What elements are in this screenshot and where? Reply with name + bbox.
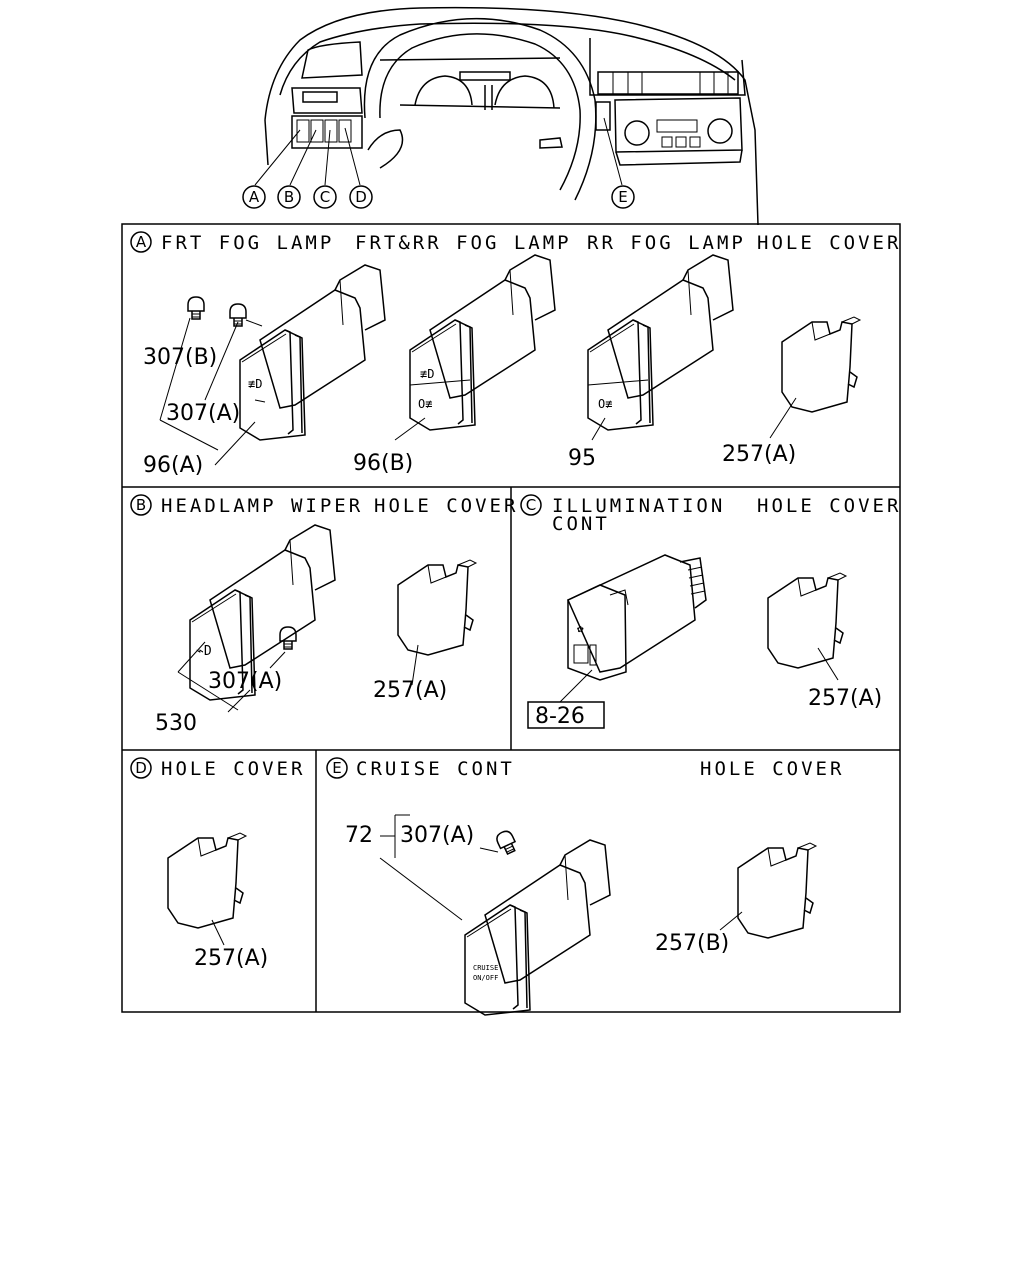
label-ref-8-26: 8-26 (535, 704, 585, 729)
svg-text:D: D (355, 188, 367, 206)
header-hole-cover-c: HOLE COVER (757, 495, 901, 517)
header-hole-cover-a: HOLE COVER (757, 232, 901, 254)
svg-text:B: B (136, 496, 146, 514)
header-frt-rr-fog-lamp: FRT&RR FOG LAMP (355, 232, 572, 254)
label-72: 72 (345, 823, 373, 848)
svg-text:C: C (320, 188, 330, 206)
label-257a-a: 257(A) (722, 442, 796, 467)
svg-text:O≢: O≢ (418, 397, 432, 411)
callout-c: C (313, 185, 337, 209)
header-cont: CONT (552, 513, 610, 535)
svg-text:E: E (618, 188, 627, 206)
section-b-letter: B (130, 494, 152, 516)
hole-cover-e-drawing (737, 842, 817, 939)
label-96a: 96(A) (143, 453, 203, 478)
header-illumination: ILLUMINATION (552, 495, 725, 517)
svg-text:A: A (249, 188, 260, 206)
header-hole-cover-d: HOLE COVER (161, 758, 305, 780)
header-rr-fog-lamp: RR FOG LAMP (587, 232, 746, 254)
section-e-letter: E (326, 757, 348, 779)
screw-307b-icon (187, 296, 205, 320)
hole-cover-b-drawing (397, 559, 477, 656)
section-b: B HEADLAMP WIPER HOLE COVER ⌁D 307(A) 53… (130, 494, 518, 736)
svg-text:D: D (135, 759, 147, 777)
callout-e: E (611, 185, 635, 209)
svg-text:✿: ✿ (577, 622, 584, 635)
callout-d: D (349, 185, 373, 209)
header-frt-fog-lamp: FRT FOG LAMP (161, 232, 334, 254)
section-a: A FRT FOG LAMP FRT&RR FOG LAMP RR FOG LA… (130, 231, 901, 478)
section-c-letter: C (520, 494, 542, 516)
svg-text:≢D: ≢D (420, 367, 434, 381)
svg-text:A: A (136, 233, 147, 251)
label-530: 530 (155, 711, 197, 736)
label-307b: 307(B) (143, 345, 217, 370)
switch-96b-drawing: ≢D O≢ (409, 254, 556, 431)
label-95: 95 (568, 446, 596, 471)
switch-96a-drawing: ≢D (239, 264, 386, 441)
illumination-control-drawing: ✿ (567, 554, 707, 681)
hole-cover-c-drawing (767, 572, 847, 669)
svg-text:C: C (526, 496, 536, 514)
switch-95-drawing: O≢ (587, 254, 734, 431)
hole-cover-d-drawing (167, 832, 247, 929)
dashboard-overview-drawing (254, 6, 759, 226)
header-headlamp-wiper: HEADLAMP WIPER (161, 495, 363, 517)
svg-text:O≢: O≢ (598, 397, 612, 411)
section-e: E CRUISE CONT HOLE COVER CRUISE ON/OFF 7… (326, 757, 844, 1016)
section-d-letter: D (130, 757, 152, 779)
label-257a-d: 257(A) (194, 946, 268, 971)
label-307a-e: 307(A) (400, 823, 474, 848)
svg-text:CRUISE: CRUISE (473, 964, 498, 972)
header-hole-cover-b: HOLE COVER (374, 495, 518, 517)
ref-box-8-26 (527, 701, 605, 729)
section-a-letter: A (130, 231, 152, 253)
section-c: C ILLUMINATION CONT HOLE COVER ✿ 8-26 25… (520, 494, 901, 729)
label-307a: 307(A) (166, 401, 240, 426)
svg-text:E: E (332, 759, 341, 777)
svg-text:⌁D: ⌁D (196, 644, 212, 659)
svg-text:B: B (284, 188, 294, 206)
label-257a-c: 257(A) (808, 686, 882, 711)
hole-cover-a-drawing (781, 316, 861, 413)
section-d: D HOLE COVER 257(A) (130, 757, 305, 971)
section-frame (121, 223, 901, 1013)
svg-text:ON/OFF: ON/OFF (473, 974, 498, 982)
callout-b: B (277, 185, 301, 209)
label-96b: 96(B) (353, 451, 413, 476)
cruise-switch-drawing: CRUISE ON/OFF (464, 839, 611, 1016)
callout-a: A (242, 185, 266, 209)
label-307a-b: 307(A) (208, 669, 282, 694)
screw-307a-e-icon (493, 828, 520, 857)
header-hole-cover-e: HOLE COVER (700, 758, 844, 780)
label-257a-b: 257(A) (373, 678, 447, 703)
svg-text:≢D: ≢D (248, 377, 262, 391)
header-cruise-cont: CRUISE CONT (356, 758, 515, 780)
label-257b: 257(B) (655, 931, 729, 956)
